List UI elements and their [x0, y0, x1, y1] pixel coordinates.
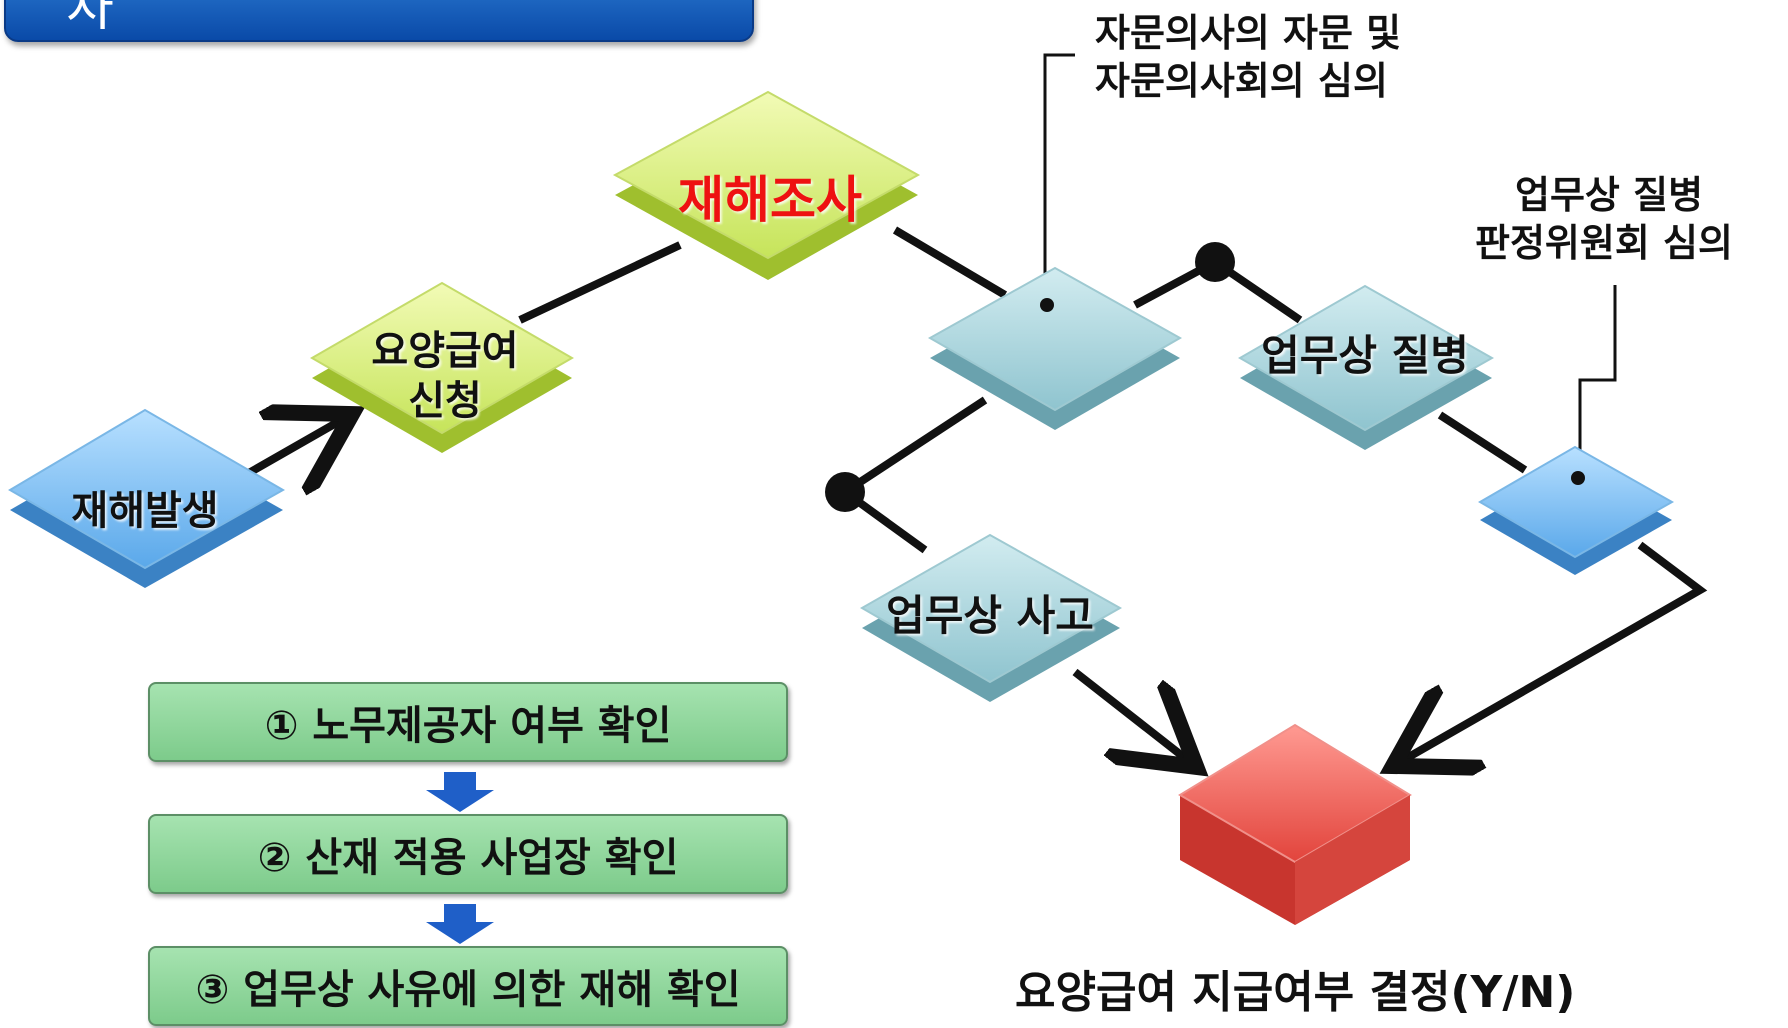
- cube-investigation: [612, 90, 921, 280]
- cube-committee: [1478, 445, 1675, 575]
- line-application-to-investigation: [518, 241, 682, 324]
- note-committee-line1: 업무상 질병: [1515, 173, 1704, 217]
- committee-callout-dot: [1571, 471, 1585, 485]
- node-label-investigation: 재해조사: [678, 171, 862, 229]
- hub-callout-dot: [1040, 298, 1054, 312]
- step-3: ③ 업무상 사유에 의한 재해 확인: [148, 946, 788, 1026]
- arrow-committee-to-decision: [1400, 541, 1708, 762]
- junction-dot-accident: [825, 472, 865, 512]
- page-title: 업무상 재해 인정 절차: [4, 0, 754, 42]
- line-investigation-to-hub: [892, 226, 1008, 299]
- node-label-disease: 업무상 질병: [1261, 331, 1469, 380]
- decision-label: 요양급여 지급여부 결정(Y/N): [1015, 967, 1576, 1018]
- step-2: ② 산재 적용 사업장 확인: [148, 814, 788, 894]
- down-arrow-icon: [426, 904, 494, 944]
- step-arrows: [426, 772, 494, 944]
- node-label-application-line1: 요양급여: [371, 328, 519, 374]
- note-committee-line2: 판정위원회 심의: [1475, 221, 1733, 265]
- cube-occurrence: [8, 408, 286, 588]
- node-label-occurrence: 재해발생: [71, 488, 219, 534]
- step-1: ① 노무제공자 여부 확인: [148, 682, 788, 762]
- cube-disease: [1237, 284, 1495, 450]
- cube-accident: [859, 533, 1123, 702]
- down-arrow-icon: [426, 772, 494, 812]
- callout-lines: [1043, 53, 1617, 478]
- note-advisor-line2: 자문의사회의 심의: [1095, 59, 1388, 103]
- cube-decision: [1178, 723, 1412, 925]
- note-advisor-line1: 자문의사의 자문 및: [1095, 11, 1402, 55]
- connector-lines: [238, 226, 1708, 762]
- line-disease-to-committee: [1437, 411, 1528, 474]
- junction-dot-disease: [1195, 242, 1235, 282]
- cube-application: [309, 281, 575, 453]
- arrow-accident-to-decision: [1072, 668, 1190, 762]
- line-hub-to-accident-dot: [842, 396, 988, 496]
- node-label-application-line2: 신청: [408, 378, 482, 424]
- arrow-occurrence-to-application: [238, 418, 345, 478]
- node-label-accident: 업무상 사고: [886, 591, 1094, 640]
- cube-hub: [927, 266, 1183, 430]
